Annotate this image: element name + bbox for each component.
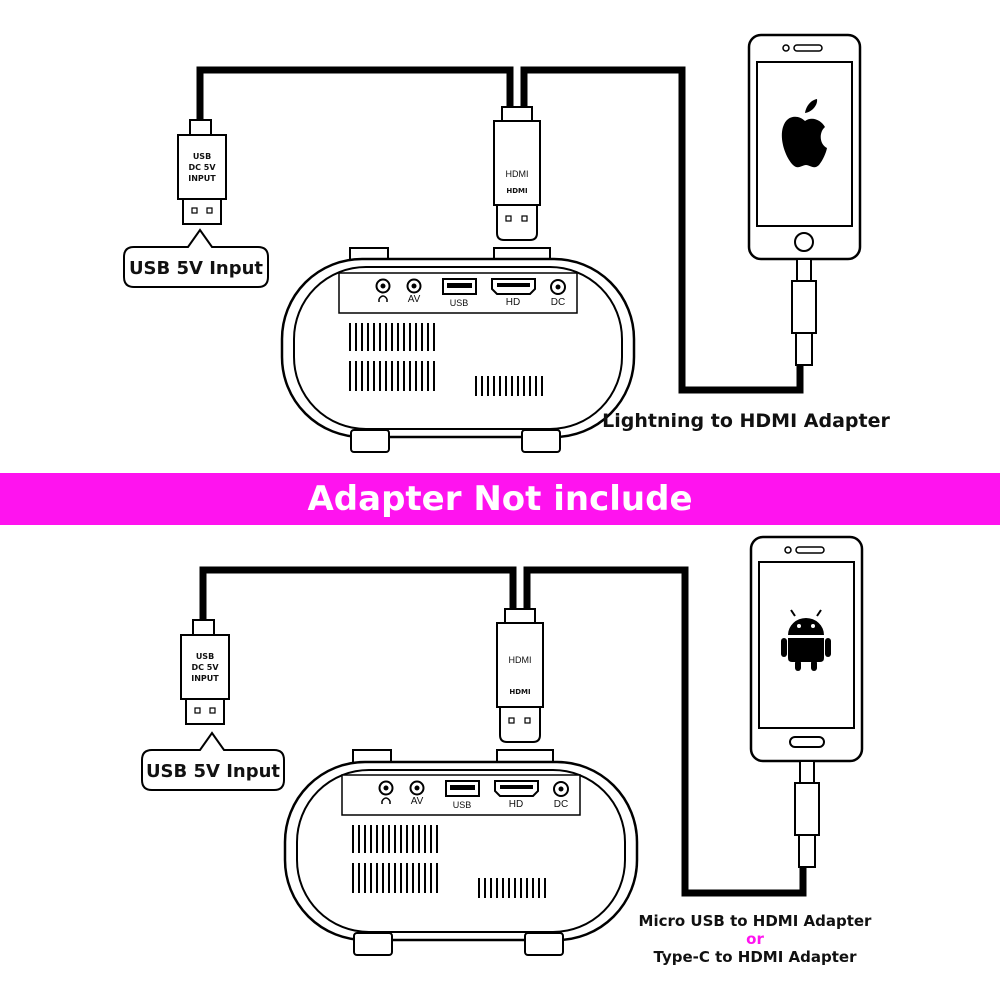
projector-foot-right [521, 429, 561, 453]
hdmi-connector: HDMI HDMI [496, 608, 544, 743]
adapter-not-included-banner: Adapter Not include [0, 473, 1000, 525]
hdmi-cable [523, 566, 807, 897]
android-phone [749, 535, 864, 763]
iphone [747, 33, 862, 261]
usb-connector-line-2: DC 5V [191, 663, 219, 672]
hdmi-label-2: HDMI [509, 688, 530, 696]
usb-connector-line-3: INPUT [188, 174, 216, 183]
or-caption: or [746, 930, 764, 948]
hdmi-label-1: HDMI [506, 169, 529, 179]
usb-connector-line-1: USB [193, 152, 211, 161]
usb-input-label: USB 5V Input [129, 258, 263, 279]
headphone-port [375, 278, 391, 302]
lightning-adapter [791, 258, 817, 366]
projector: AV USB HD DC [280, 247, 636, 453]
dc-port-label: DC [554, 799, 568, 810]
usb-port-label: USB [450, 298, 469, 308]
projector-foot-left [353, 932, 393, 956]
usb-connector-line-2: DC 5V [188, 163, 216, 172]
headphone-icon [381, 797, 391, 804]
hd-port: HD [491, 278, 536, 308]
hd-port-label: HD [506, 297, 520, 308]
usb-port: USB [445, 780, 480, 810]
hd-port-label: HD [509, 799, 523, 810]
android-robot-icon [781, 609, 831, 671]
usb-power-connector: USB DC 5V INPUT [180, 619, 230, 725]
type-c-adapter-caption: Type-C to HDMI Adapter [654, 948, 858, 966]
usb-power-cable [199, 566, 517, 622]
projector: AV USB HD DC [283, 749, 639, 956]
headphone-port [378, 780, 394, 804]
usb-connector-line-1: USB [196, 652, 214, 661]
vent-grille-right [478, 878, 546, 898]
dc-port: DC [550, 279, 566, 308]
hdmi-connector: HDMI HDMI [493, 106, 541, 241]
projector-foot-right [524, 932, 564, 956]
usb-port-label: USB [453, 800, 472, 810]
bottom-diagram: USB DC 5V INPUT USB 5V Input HDMI HDMI [141, 535, 873, 966]
top-diagram: USB DC 5V INPUT USB 5V Input HDMI HDMI [123, 33, 890, 453]
usb-input-label: USB 5V Input [146, 761, 280, 782]
top-cables [196, 66, 804, 394]
usb-hdmi-adapter [794, 760, 820, 868]
hdmi-label-2: HDMI [506, 187, 527, 195]
usb-power-cable [196, 66, 514, 125]
dc-port: DC [553, 781, 569, 810]
hdmi-cable [520, 66, 804, 394]
apple-logo-icon [781, 99, 827, 168]
usb-connector-line-3: INPUT [191, 674, 219, 683]
vent-grille-left [349, 323, 435, 391]
hd-port: HD [494, 780, 539, 810]
usb-port: USB [442, 278, 477, 308]
av-port-label: AV [408, 294, 421, 305]
projector-foot-left [350, 429, 390, 453]
usb-power-connector: USB DC 5V INPUT [177, 119, 227, 225]
usb-input-callout: USB 5V Input [123, 228, 269, 288]
hdmi-label-1: HDMI [509, 655, 532, 665]
av-port: AV [409, 780, 425, 807]
usb-input-callout: USB 5V Input [141, 731, 285, 791]
vent-grille-right [475, 376, 543, 396]
vent-grille-left [352, 825, 438, 893]
av-port-label: AV [411, 796, 424, 807]
headphone-icon [378, 295, 388, 302]
lightning-adapter-caption: Lightning to HDMI Adapter [602, 410, 890, 432]
banner-text: Adapter Not include [307, 479, 693, 519]
bottom-cables [199, 566, 807, 897]
micro-usb-adapter-caption: Micro USB to HDMI Adapter [639, 912, 873, 930]
dc-port-label: DC [551, 297, 565, 308]
av-port: AV [406, 278, 422, 305]
